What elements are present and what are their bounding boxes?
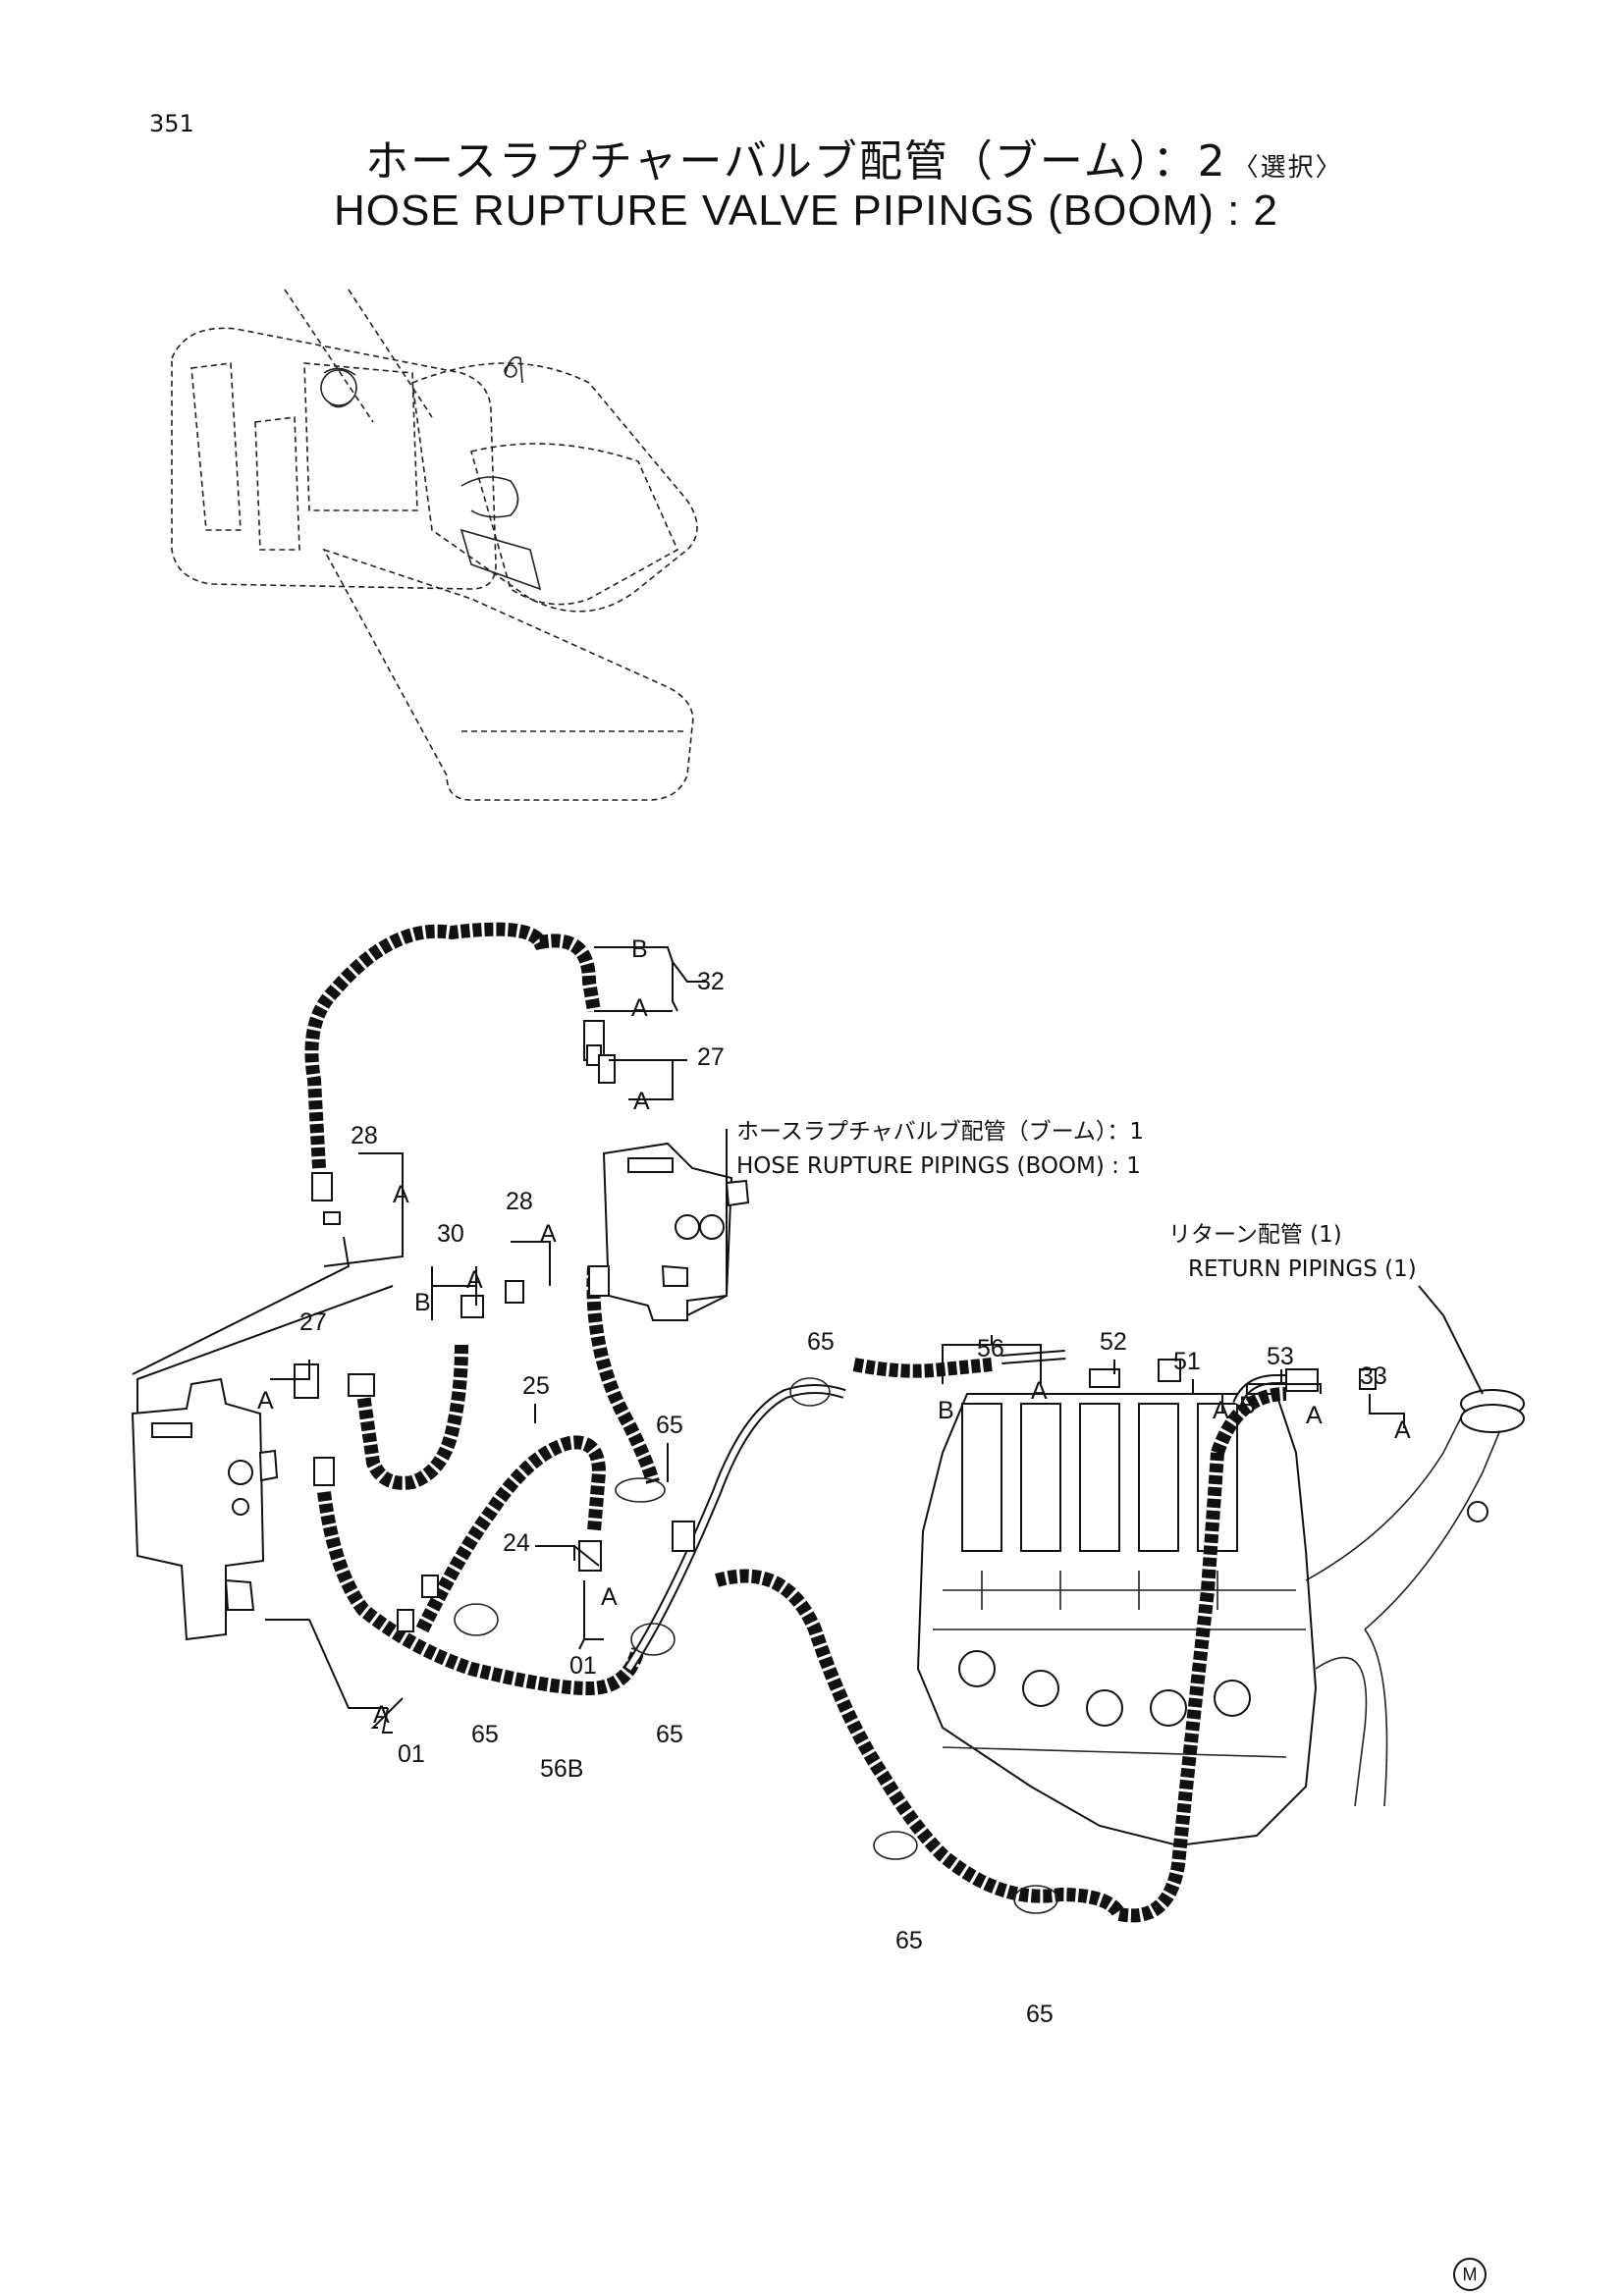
callout-28-mid: 28 bbox=[506, 1188, 533, 1215]
left-rupture-valve bbox=[131, 1377, 279, 1641]
page-title-english: HOSE RUPTURE VALVE PIPINGS (BOOM) : 2 bbox=[334, 187, 1278, 235]
callout-53-a: A bbox=[1306, 1402, 1323, 1429]
excavator-overview-illustration bbox=[171, 289, 698, 801]
callout-30-a: A bbox=[466, 1266, 483, 1294]
callout-01-left: 01 bbox=[398, 1740, 425, 1768]
title-jp-text: ホースラプチャーバルブ配管（ブーム）：2 bbox=[365, 136, 1227, 187]
callout-65-center: 65 bbox=[656, 1721, 683, 1748]
callout-01-mid: 01 bbox=[569, 1652, 597, 1680]
callout-56: 56 bbox=[977, 1335, 1004, 1362]
callout-labels: B A 32 27 A 28 A 30 B A 28 A 27 A 25 65 … bbox=[257, 935, 1411, 2028]
callout-56-a: A bbox=[1031, 1377, 1048, 1405]
return-pipe bbox=[1305, 1389, 1525, 1807]
callout-65-lower-left: 65 bbox=[895, 1927, 923, 1954]
callout-65-lower-right: 65 bbox=[1026, 2001, 1054, 2028]
callout-32-b: B bbox=[631, 935, 648, 963]
callout-25: 25 bbox=[522, 1372, 550, 1400]
callout-27-top-a: A bbox=[633, 1088, 650, 1115]
callout-30: 30 bbox=[437, 1220, 464, 1248]
callout-28-left: 28 bbox=[351, 1122, 378, 1149]
callout-28-left-a: A bbox=[393, 1181, 409, 1208]
callout-32-a: A bbox=[631, 994, 648, 1022]
ref-hose-rupture-en: HOSE RUPTURE PIPINGS (BOOM) : 1 bbox=[736, 1153, 1141, 1179]
manufacturer-mark-icon: M bbox=[1453, 2258, 1487, 2291]
callout-33: 33 bbox=[1360, 1362, 1387, 1390]
callout-65-top: 65 bbox=[807, 1328, 835, 1356]
callout-28-mid-a: A bbox=[540, 1220, 557, 1248]
callout-01-left-a: A bbox=[373, 1701, 390, 1729]
ref-return-jp: リターン配管 (1) bbox=[1168, 1222, 1342, 1248]
callout-27-top: 27 bbox=[697, 1043, 725, 1071]
reference-notes: ホースラプチャバルブ配管（ブーム）：1 HOSE RUPTURE PIPINGS… bbox=[736, 1119, 1417, 1282]
callout-56-b: B bbox=[938, 1397, 954, 1424]
page-number: 351 bbox=[149, 110, 194, 137]
callout-32: 32 bbox=[697, 968, 725, 995]
callout-65-left: 65 bbox=[471, 1721, 499, 1748]
page-title-japanese: ホースラプチャーバルブ配管（ブーム）：2〈選択〉 bbox=[365, 126, 1343, 188]
title-jp-select-tag: 〈選択〉 bbox=[1232, 153, 1343, 183]
fittings bbox=[294, 1020, 1377, 1914]
callout-53: 53 bbox=[1267, 1343, 1294, 1370]
callout-51-a: A bbox=[1213, 1397, 1229, 1424]
control-valve-block bbox=[916, 1393, 1318, 1847]
callout-52: 52 bbox=[1100, 1328, 1127, 1356]
callout-27-left-a: A bbox=[257, 1387, 274, 1415]
hoses bbox=[304, 922, 1296, 1923]
callout-33-a: A bbox=[1394, 1416, 1411, 1444]
upper-rupture-valve bbox=[602, 1142, 750, 1321]
callout-24-a: A bbox=[601, 1583, 618, 1611]
callout-30-b: B bbox=[414, 1289, 431, 1316]
callout-51: 51 bbox=[1173, 1348, 1201, 1375]
ref-return-en: RETURN PIPINGS (1) bbox=[1188, 1256, 1417, 1282]
callout-56b: 56B bbox=[540, 1755, 583, 1783]
callout-65-upper: 65 bbox=[656, 1412, 683, 1439]
callout-27-left: 27 bbox=[299, 1308, 327, 1336]
callout-53-b: B bbox=[1239, 1392, 1256, 1419]
callout-24: 24 bbox=[503, 1529, 530, 1557]
leader-lines bbox=[132, 946, 1484, 1734]
ref-hose-rupture-jp: ホースラプチャバルブ配管（ブーム）：1 bbox=[736, 1119, 1144, 1145]
